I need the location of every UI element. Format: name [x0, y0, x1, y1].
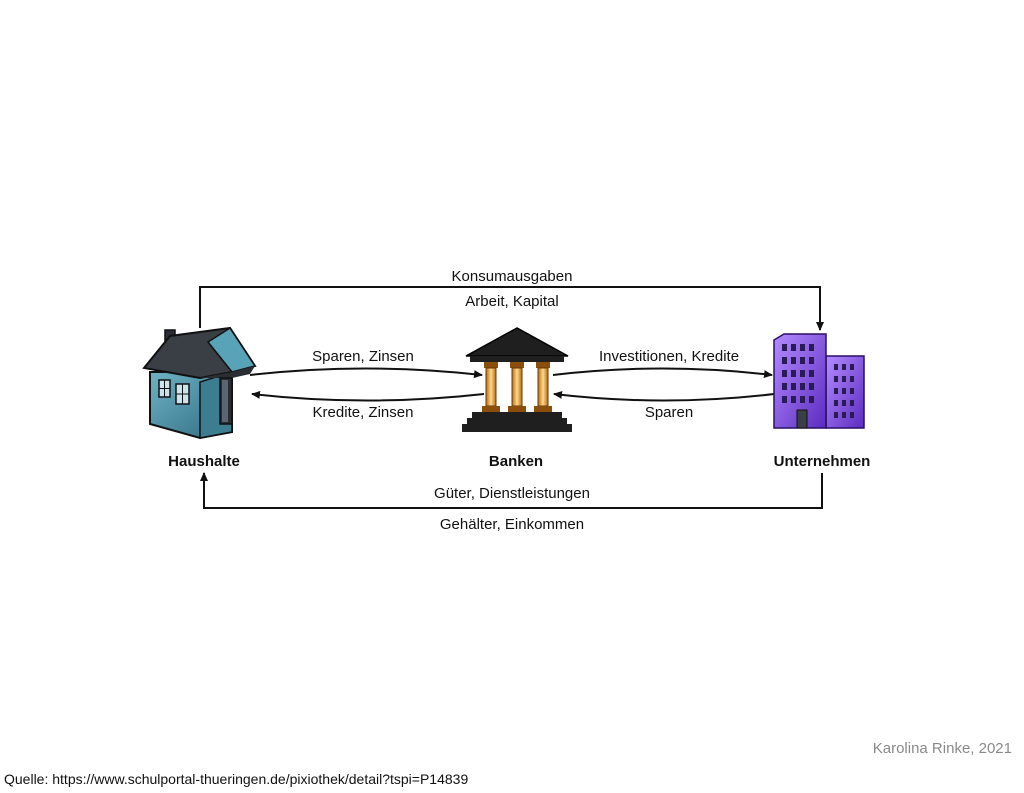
- node-label-banks: Banken: [489, 453, 543, 470]
- bank-icon: [462, 327, 572, 432]
- hh-to-bank-arrow: [249, 367, 483, 379]
- hh-to-bank-label: Sparen, Zinsen: [312, 348, 414, 365]
- bank-to-hh-arrow: [251, 390, 485, 402]
- bank-to-co-label: Investitionen, Kredite: [599, 348, 739, 365]
- house-icon: [142, 326, 257, 440]
- top-flow-arrow: [199, 286, 824, 331]
- bottom-flow-label-lower: Gehälter, Einkommen: [440, 516, 584, 533]
- bottom-flow-arrow: [200, 472, 823, 509]
- source-note: Quelle: https://www.schulportal-thuering…: [4, 771, 469, 787]
- bank-to-co-arrow: [552, 367, 773, 379]
- author-credit: Karolina Rinke, 2021: [872, 740, 1012, 757]
- top-flow-label-lower: Arbeit, Kapital: [465, 293, 558, 310]
- bottom-flow-label-upper: Güter, Dienstleistungen: [434, 485, 590, 502]
- node-label-companies: Unternehmen: [774, 453, 871, 470]
- office-building-icon: [773, 333, 865, 429]
- co-to-bank-label: Sparen: [645, 404, 693, 421]
- top-flow-label-upper: Konsumausgaben: [452, 268, 573, 285]
- node-label-households: Haushalte: [168, 453, 240, 470]
- bank-to-hh-label: Kredite, Zinsen: [313, 404, 414, 421]
- co-to-bank-arrow: [553, 390, 775, 402]
